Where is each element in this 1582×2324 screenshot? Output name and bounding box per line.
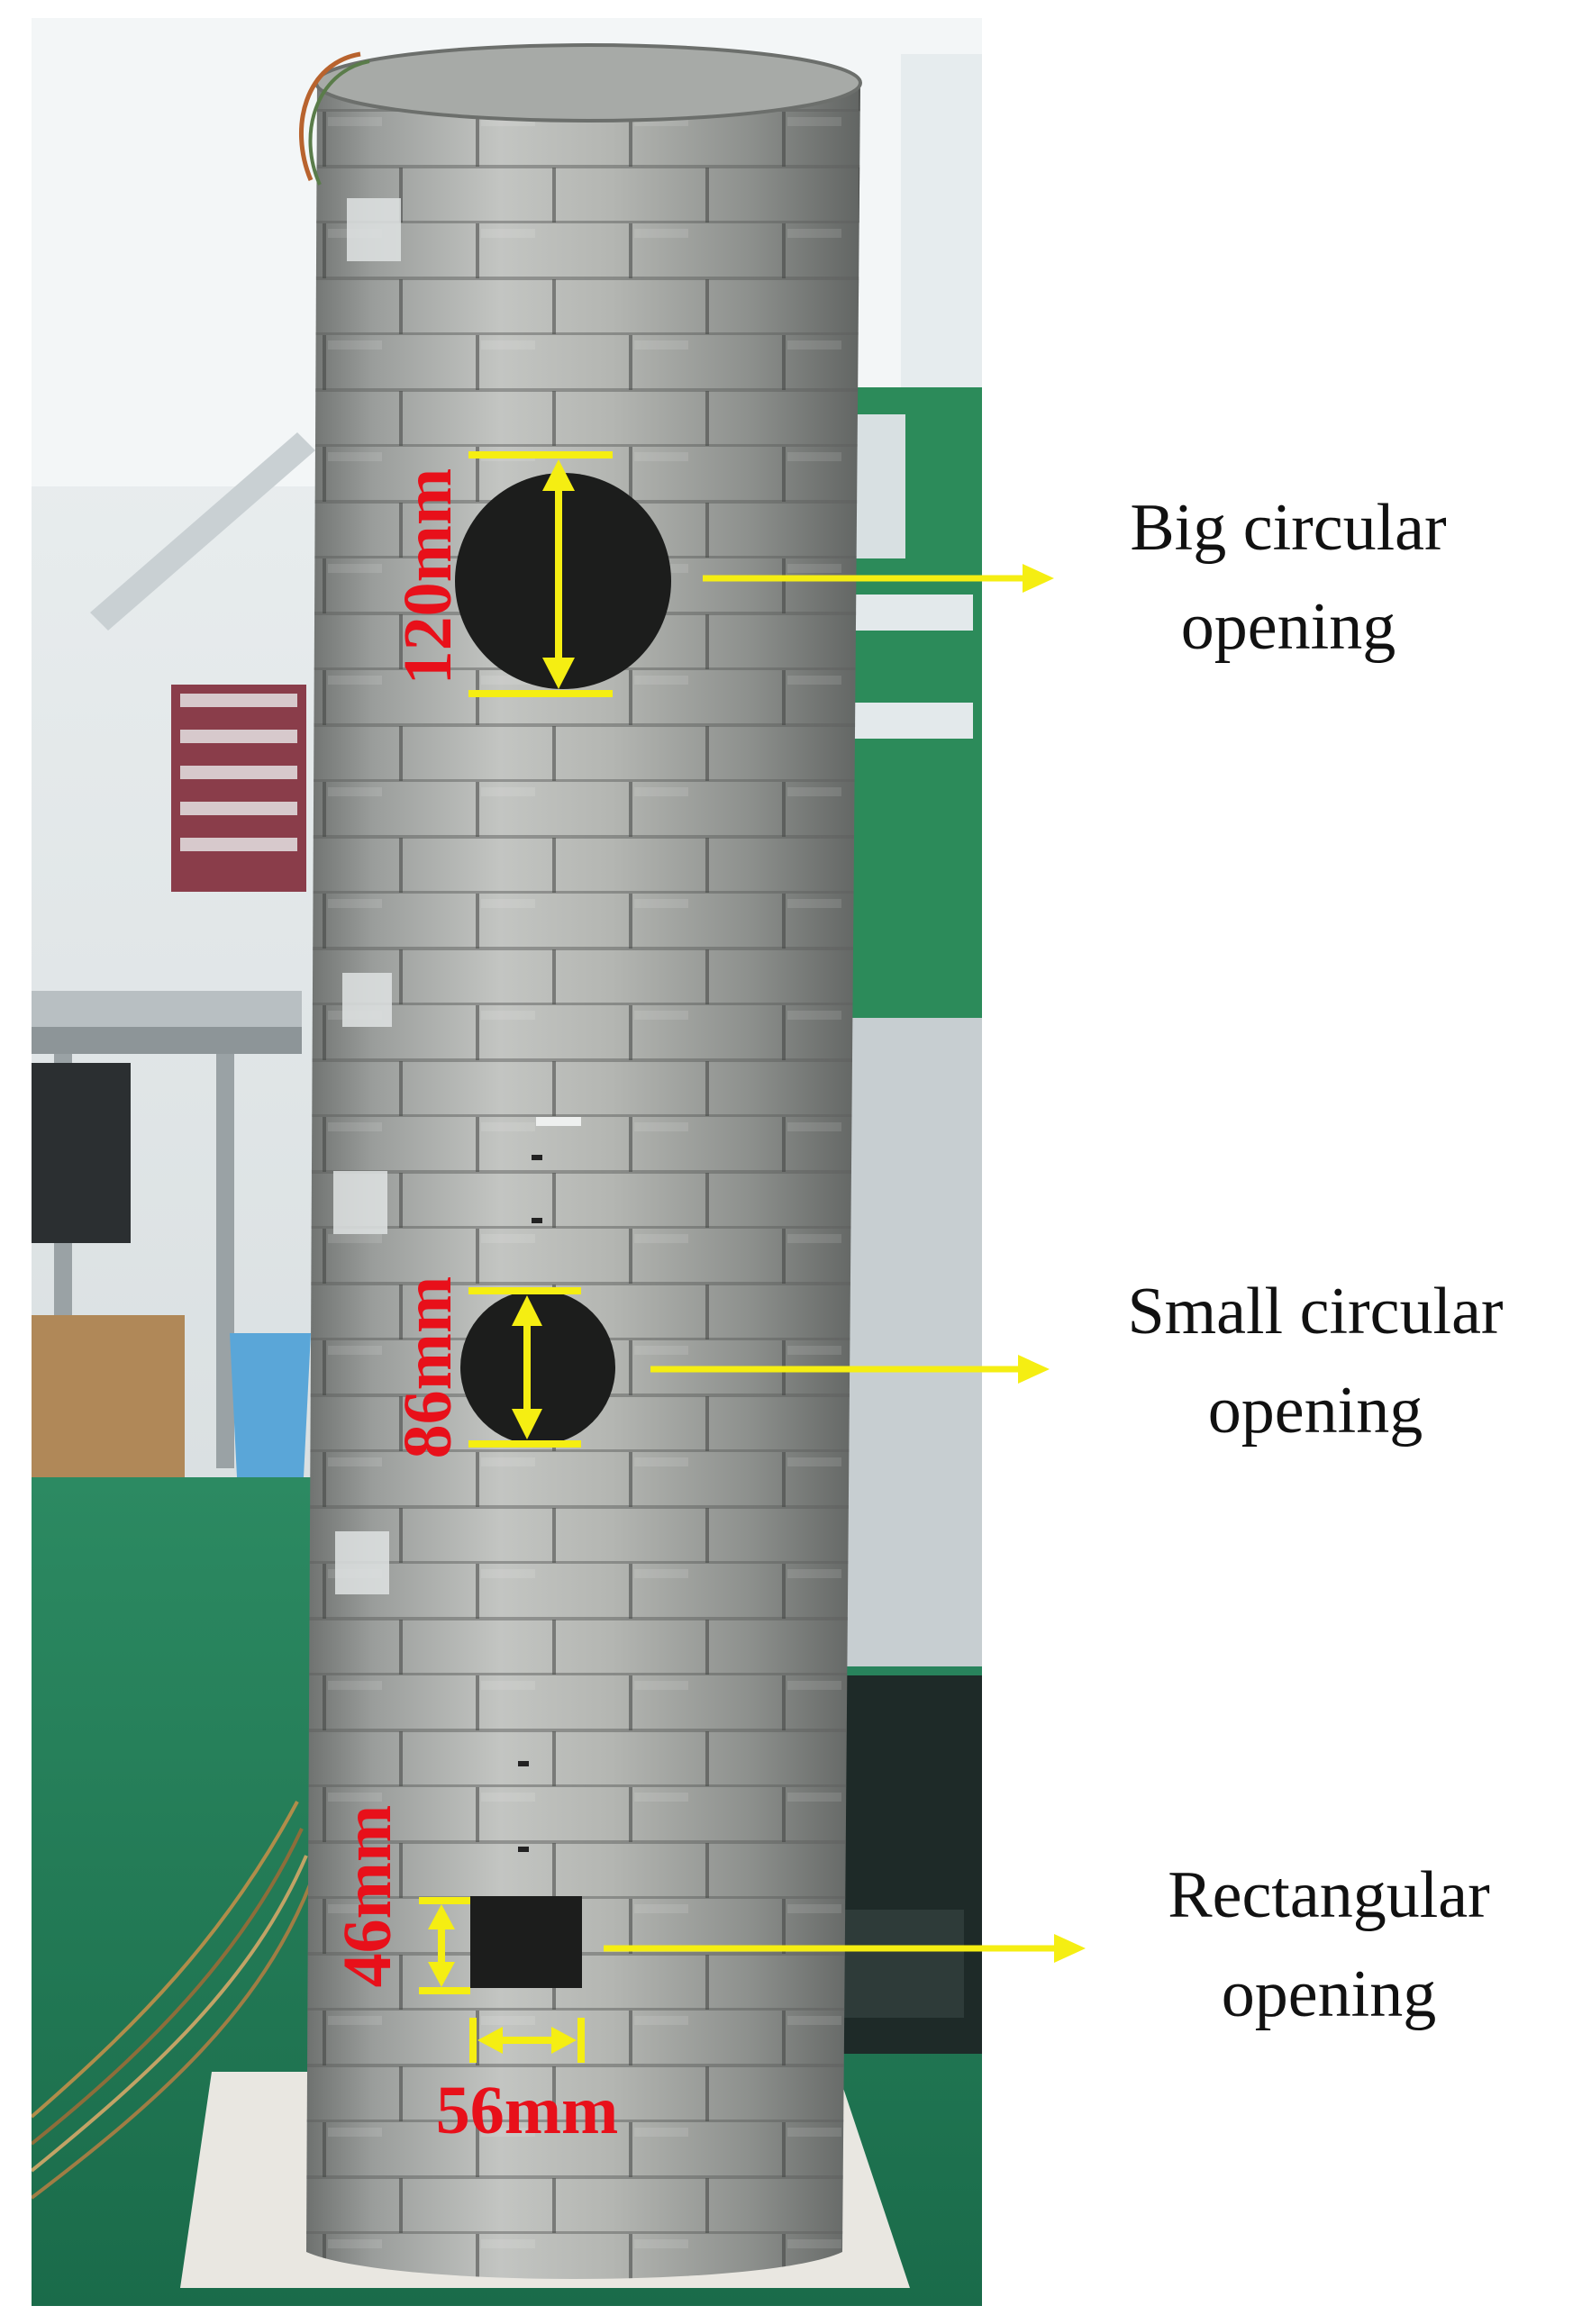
steel-cylinder — [299, 43, 862, 2279]
leader-arrows — [604, 564, 1086, 1963]
dimension-arrows — [419, 451, 613, 2063]
small-caption-line1: Small circular — [1127, 1275, 1503, 1348]
rect-caption-line1: Rectangular — [1168, 1858, 1490, 1932]
photograph — [32, 18, 982, 2306]
rectangular-opening — [470, 1896, 582, 1988]
small-opening-caption: Small circular opening — [1127, 1275, 1503, 1448]
small-diameter-label: 86mm — [390, 1276, 466, 1459]
big-diameter-label: 120mm — [390, 468, 466, 685]
small-caption-line2: opening — [1208, 1374, 1423, 1448]
rect-height-label: 46mm — [330, 1805, 405, 1988]
big-caption-line1: Big circular — [1130, 491, 1446, 565]
big-caption-line2: opening — [1181, 590, 1396, 664]
big-opening-caption: Big circular opening — [1130, 491, 1446, 664]
rect-opening-caption: Rectangular opening — [1168, 1858, 1490, 2031]
small-circular-opening — [460, 1290, 615, 1445]
rect-width-label: 56mm — [436, 2073, 619, 2148]
rect-caption-line2: opening — [1222, 1957, 1436, 2031]
big-circular-opening — [455, 473, 671, 689]
